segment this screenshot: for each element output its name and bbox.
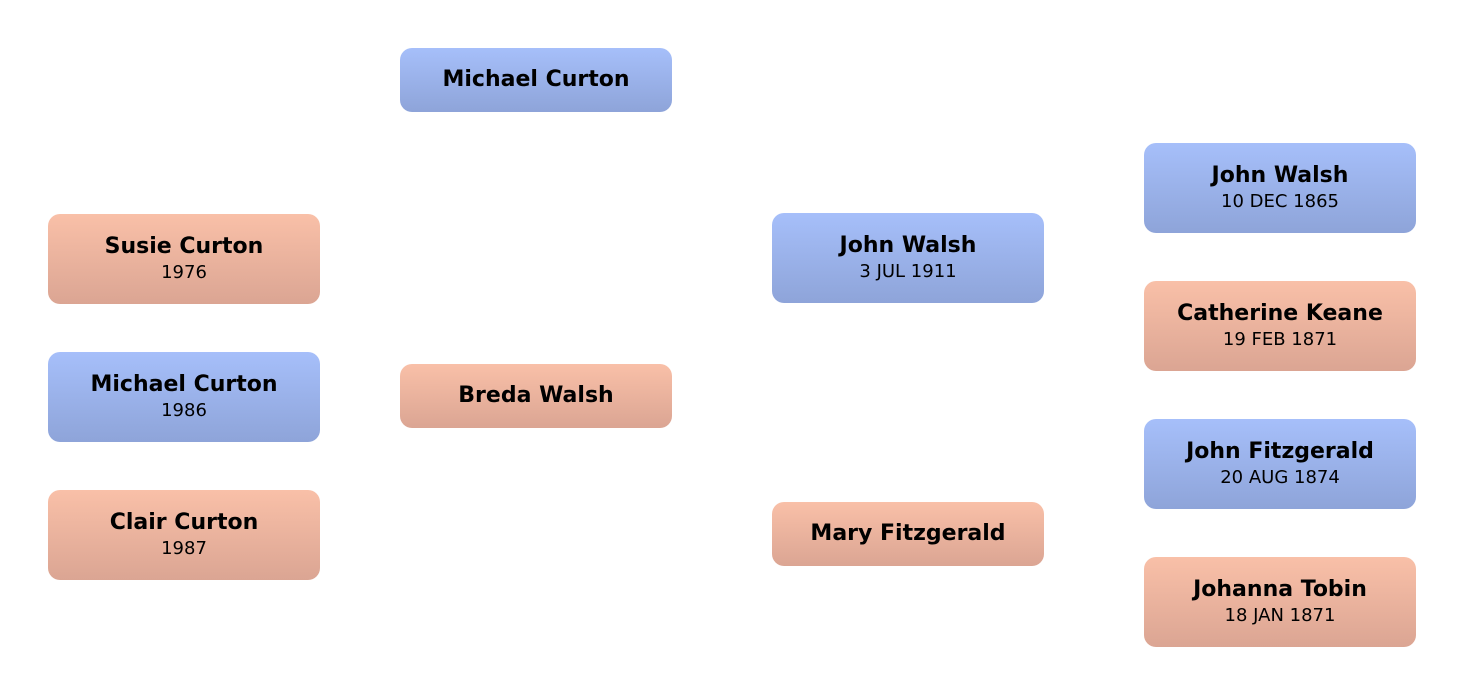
person-date: 19 FEB 1871 xyxy=(1222,329,1338,350)
person-card-catherine-keane[interactable]: Catherine Keane 19 FEB 1871 xyxy=(1144,281,1416,371)
person-name: Michael Curton xyxy=(442,67,630,92)
person-name: Mary Fitzgerald xyxy=(810,521,1006,546)
person-card-father-michael-curton[interactable]: Michael Curton xyxy=(400,48,672,112)
person-name: Breda Walsh xyxy=(458,383,614,408)
person-name: John Fitzgerald xyxy=(1186,439,1374,464)
person-card-clair-curton[interactable]: Clair Curton 1987 xyxy=(48,490,320,580)
person-name: Susie Curton xyxy=(104,234,264,259)
person-card-johanna-tobin[interactable]: Johanna Tobin 18 JAN 1871 xyxy=(1144,557,1416,647)
person-card-john-fitzgerald[interactable]: John Fitzgerald 20 AUG 1874 xyxy=(1144,419,1416,509)
person-card-john-walsh-1865[interactable]: John Walsh 10 DEC 1865 xyxy=(1144,143,1416,233)
person-date: 1987 xyxy=(161,538,207,559)
person-name: Johanna Tobin xyxy=(1193,577,1367,602)
person-card-susie-curton[interactable]: Susie Curton 1976 xyxy=(48,214,320,304)
person-name: Catherine Keane xyxy=(1177,301,1383,326)
person-name: John Walsh xyxy=(839,233,977,258)
person-date: 1976 xyxy=(161,262,207,283)
person-date: 18 JAN 1871 xyxy=(1224,605,1336,626)
person-name: John Walsh xyxy=(1211,163,1349,188)
person-card-mother-breda-walsh[interactable]: Breda Walsh xyxy=(400,364,672,428)
person-card-john-walsh-1911[interactable]: John Walsh 3 JUL 1911 xyxy=(772,213,1044,303)
person-card-michael-curton-1986[interactable]: Michael Curton 1986 xyxy=(48,352,320,442)
person-name: Michael Curton xyxy=(90,372,278,397)
person-date: 20 AUG 1874 xyxy=(1220,467,1340,488)
person-card-mary-fitzgerald[interactable]: Mary Fitzgerald xyxy=(772,502,1044,566)
person-name: Clair Curton xyxy=(109,510,259,535)
person-date: 3 JUL 1911 xyxy=(859,261,957,282)
person-date: 10 DEC 1865 xyxy=(1221,191,1339,212)
person-date: 1986 xyxy=(161,400,207,421)
